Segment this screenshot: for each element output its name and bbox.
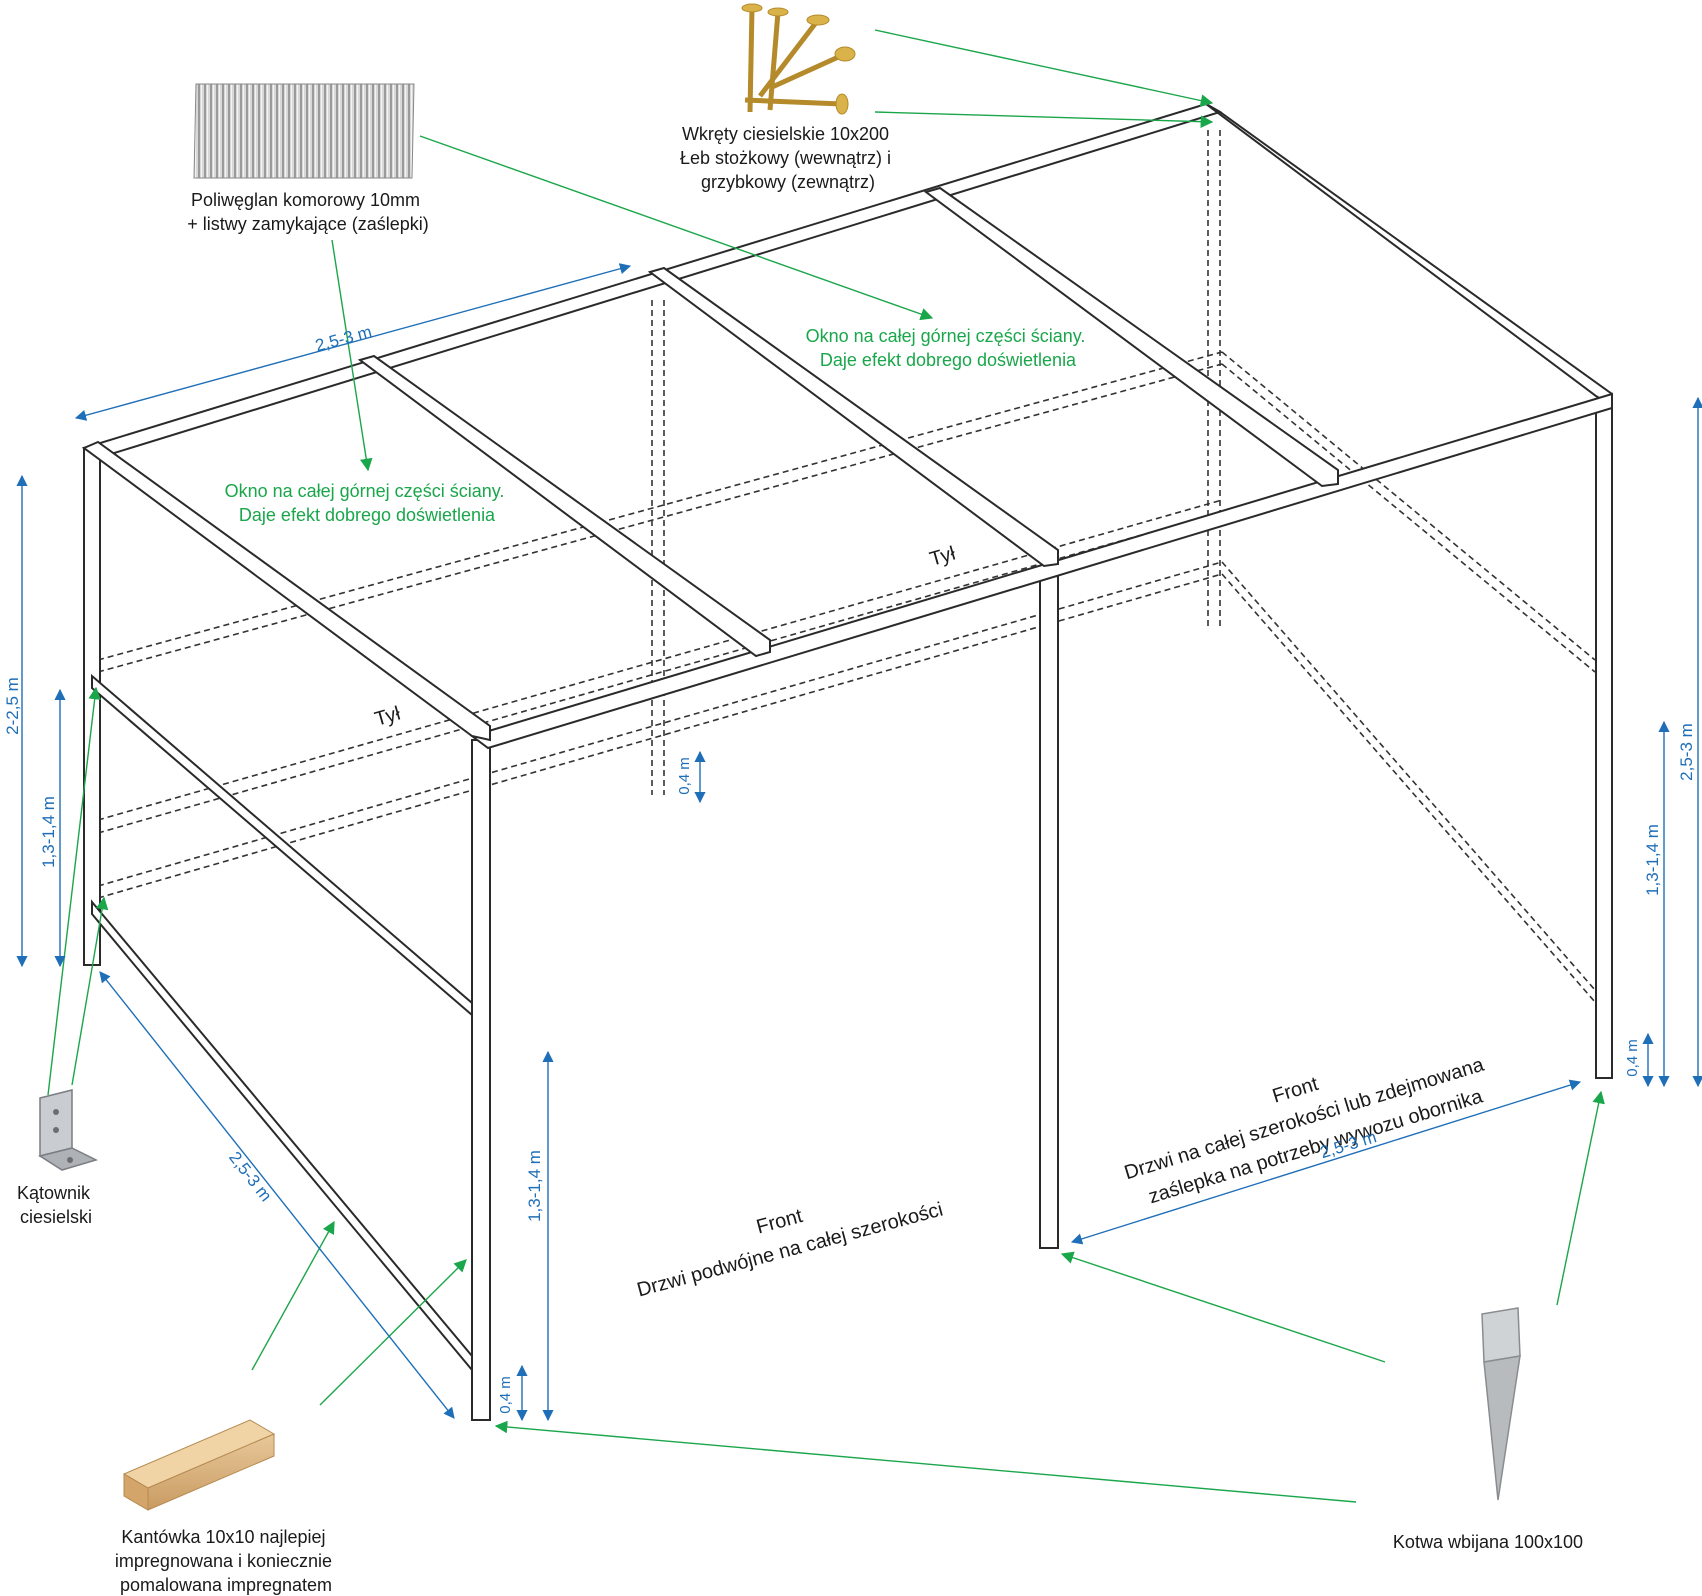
label-screws: Wkręty ciesielskie 10x200 Łeb stożkowy (… [680, 124, 896, 192]
timber-image [122, 1419, 276, 1511]
beam-right-top [1205, 103, 1613, 408]
rafter-2 [647, 266, 1059, 568]
screws-image [741, 3, 856, 115]
annotation-arrows [47, 29, 1605, 1503]
label-window-left: Okno na całej górnej części ściany. Daje… [225, 481, 510, 525]
dim-left-mid-height: 1,3-1,4 m [39, 796, 58, 868]
hidden-structure-lines [97, 130, 1596, 1003]
dim-front-left-depth: 2,5-3 m [225, 1148, 275, 1205]
side-rail-upper [91, 673, 473, 1018]
label-timber: Kantówka 10x10 najlepiej impregnowana i … [115, 1527, 337, 1595]
post-right [1595, 404, 1613, 1079]
dim-right-height: 2,5-3 m [1677, 723, 1696, 781]
ground-anchor-image [1481, 1307, 1521, 1501]
label-back-left: Tył [372, 702, 403, 730]
label-polycarbonate: Poliwęglan komorowy 10mm + listwy zamyka… [187, 190, 429, 234]
dim-front-door-height: 1,3-1,4 m [525, 1150, 544, 1222]
dim-right-mid-height: 1,3-1,4 m [1643, 824, 1662, 896]
side-rail-lower [91, 899, 473, 1373]
svg-text:Front Drzwi na całej sze: Front Drzwi na całej szerokości lub zdej… [1113, 1023, 1501, 1213]
dimension-lines [16, 263, 1702, 1422]
dim-center-post-gap: 0,4 m [676, 757, 693, 795]
post-front-left [471, 739, 491, 1421]
label-anchor: Kotwa wbijana 100x100 [1393, 1532, 1583, 1552]
rafter-3 [923, 186, 1339, 488]
label-angle-bracket: Kątownik ciesielski [17, 1183, 95, 1227]
beam-left-top [82, 440, 491, 742]
dim-top-length: 2,5-3 m [313, 322, 374, 355]
polycarbonate-sheet-image [193, 83, 415, 179]
dim-right-gap: 0,4 m [1624, 1039, 1641, 1077]
dim-front-left-gap: 0,4 m [497, 1376, 514, 1414]
label-window-right: Okno na całej górnej części ściany. Daje… [806, 326, 1091, 370]
label-back-right: Tył [927, 542, 958, 570]
label-front-right: Front Drzwi na całej szerokości lub zdej… [1113, 1023, 1501, 1213]
dim-left-height: 2-2,5 m [3, 677, 22, 735]
label-front-left: Front Drzwi podwójne na całej szerokości [627, 1170, 946, 1302]
angle-bracket-image [38, 1089, 99, 1171]
svg-text:Front Drzwi podwójne na: Front Drzwi podwójne na całej szerokości [627, 1170, 945, 1302]
post-left [83, 446, 101, 966]
post-front-right [1039, 574, 1059, 1249]
